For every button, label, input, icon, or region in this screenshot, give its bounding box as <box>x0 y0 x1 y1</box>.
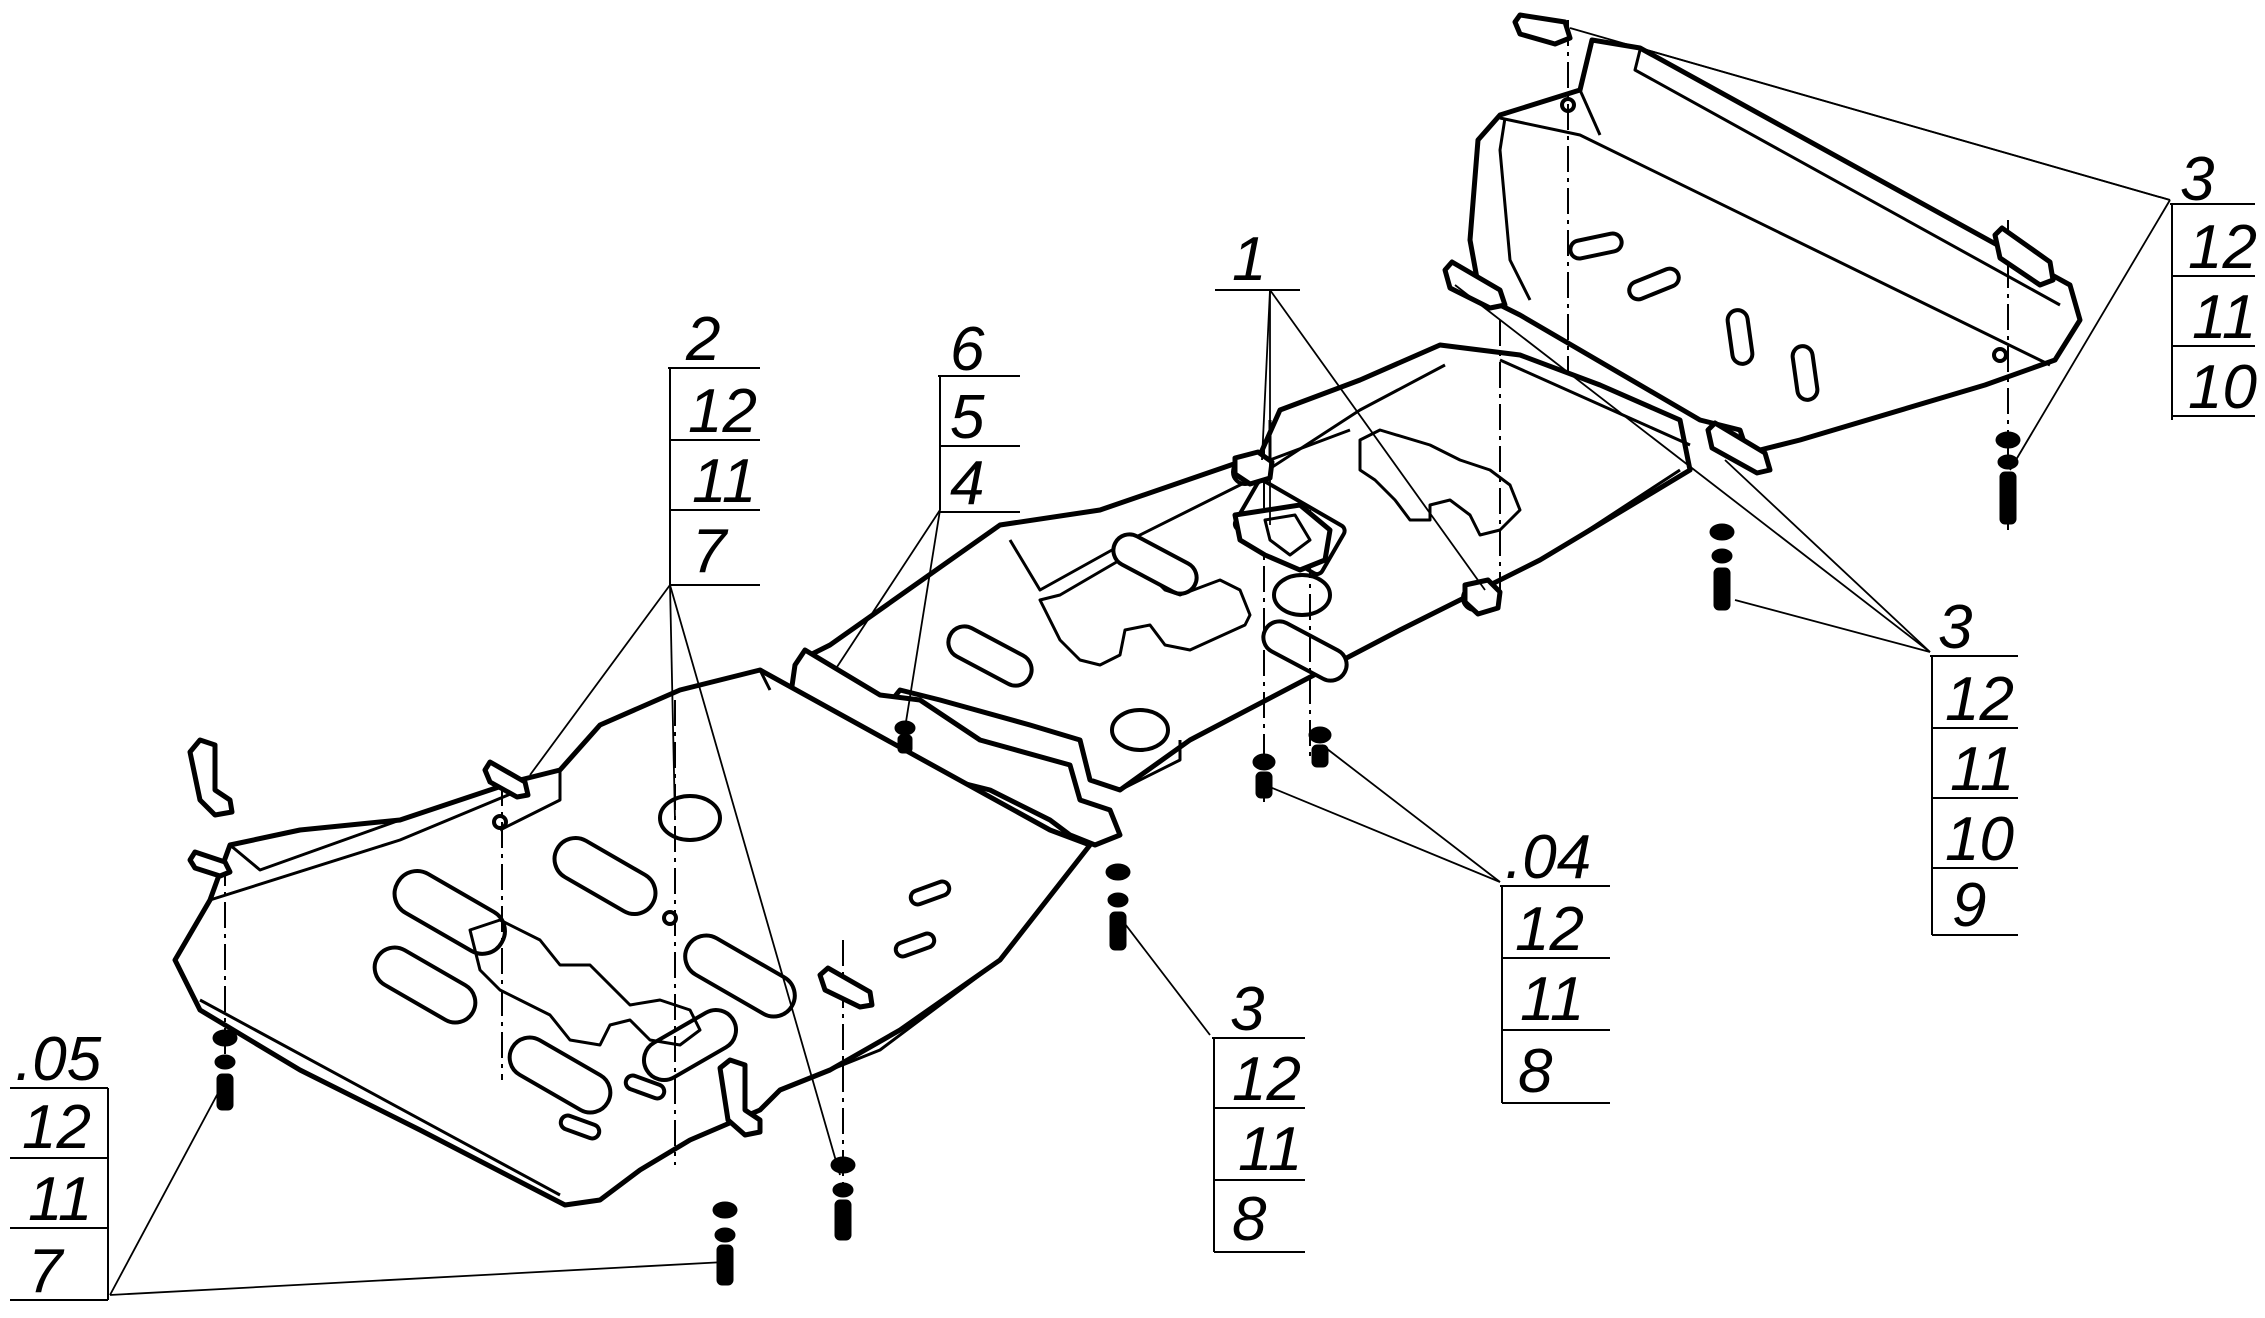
bracket-front-right <box>817 965 875 1010</box>
callout-c8: .05 12 11 7 <box>10 1025 109 1306</box>
callout-c4-row1: 5 <box>950 383 985 452</box>
bolt-stack-front-bottom <box>712 1201 738 1286</box>
nut-plate-1 <box>1232 449 1275 487</box>
callout-c6-row1: 12 <box>1515 895 1584 964</box>
callout-c4-top: 6 <box>950 315 985 384</box>
callout-c1-row2: 11 <box>2192 283 2256 352</box>
callout-c2-top: 3 <box>1938 593 1972 662</box>
bracket-front-bottom <box>717 1057 763 1138</box>
callout-c8-row2: 11 <box>28 1165 92 1234</box>
callout-c5-top: 2 <box>685 305 720 374</box>
callout-c6-top: .04 <box>1505 823 1591 892</box>
bolt-stack-middle-2 <box>1308 726 1332 768</box>
callout-c8-row1: 12 <box>22 1093 91 1162</box>
bracket-front-center <box>482 759 531 800</box>
callout-c1-row3: 10 <box>2188 353 2257 422</box>
callout-c7-row1: 12 <box>1232 1045 1301 1114</box>
bolt-stack-rear-right <box>1995 431 2021 525</box>
callout-c1: 3 12 11 10 <box>2170 145 2257 422</box>
bolt-stack-front-left <box>212 1029 238 1111</box>
callout-c3: 1 <box>1215 225 1300 294</box>
bolt-stack-center <box>1105 863 1131 951</box>
bolt-stack-middle-1 <box>1252 753 1276 799</box>
bolt-stack-rear-left <box>1709 523 1735 611</box>
callout-c3-top: 1 <box>1232 225 1266 294</box>
callout-c5-row3: 7 <box>692 517 729 586</box>
bolt-stack-front-center <box>830 1156 856 1241</box>
callout-c8-top: .05 <box>15 1025 102 1094</box>
callout-c6-row3: 8 <box>1518 1037 1553 1106</box>
callout-c5-row1: 12 <box>688 377 757 446</box>
bracket-rear-bottom <box>1705 420 1773 476</box>
leader-lines <box>109 27 2171 1296</box>
callout-c6-row2: 11 <box>1520 965 1584 1034</box>
callout-c2-row4: 9 <box>1952 871 1986 940</box>
bracket-front-left-lower <box>187 849 233 879</box>
callout-c8-row3: 7 <box>28 1237 65 1306</box>
callout-c1-top: 3 <box>2180 145 2214 214</box>
bracket-front-left-vertical <box>187 737 235 818</box>
bracket-rear-right <box>1992 225 2056 288</box>
callout-c6: .04 12 11 8 <box>1500 823 1610 1106</box>
callout-c4-row2: 4 <box>950 449 984 518</box>
bracket-rear-top-left <box>1512 12 1573 47</box>
callout-c5-row2: 11 <box>692 447 756 516</box>
callout-c7-top: 3 <box>1230 975 1264 1044</box>
bracket-rear-left <box>1442 259 1508 311</box>
callout-c2: 3 12 11 10 9 <box>1930 593 2018 940</box>
hanger-bracket <box>1232 502 1333 573</box>
callout-c4: 6 5 4 <box>938 315 1020 518</box>
callout-c7: 3 12 11 8 <box>1212 975 1305 1254</box>
callout-c2-row2: 11 <box>1950 735 2014 804</box>
callout-c5: 2 12 11 7 <box>668 305 760 586</box>
callout-c7-row3: 8 <box>1232 1185 1267 1254</box>
nut-plate-2 <box>1462 577 1503 617</box>
callout-c2-row3: 10 <box>1945 805 2014 874</box>
callout-c1-row1: 12 <box>2188 213 2257 282</box>
callout-c7-row2: 11 <box>1238 1115 1302 1184</box>
callout-c2-row1: 12 <box>1945 665 2014 734</box>
front-skid-plate <box>172 667 1093 1208</box>
